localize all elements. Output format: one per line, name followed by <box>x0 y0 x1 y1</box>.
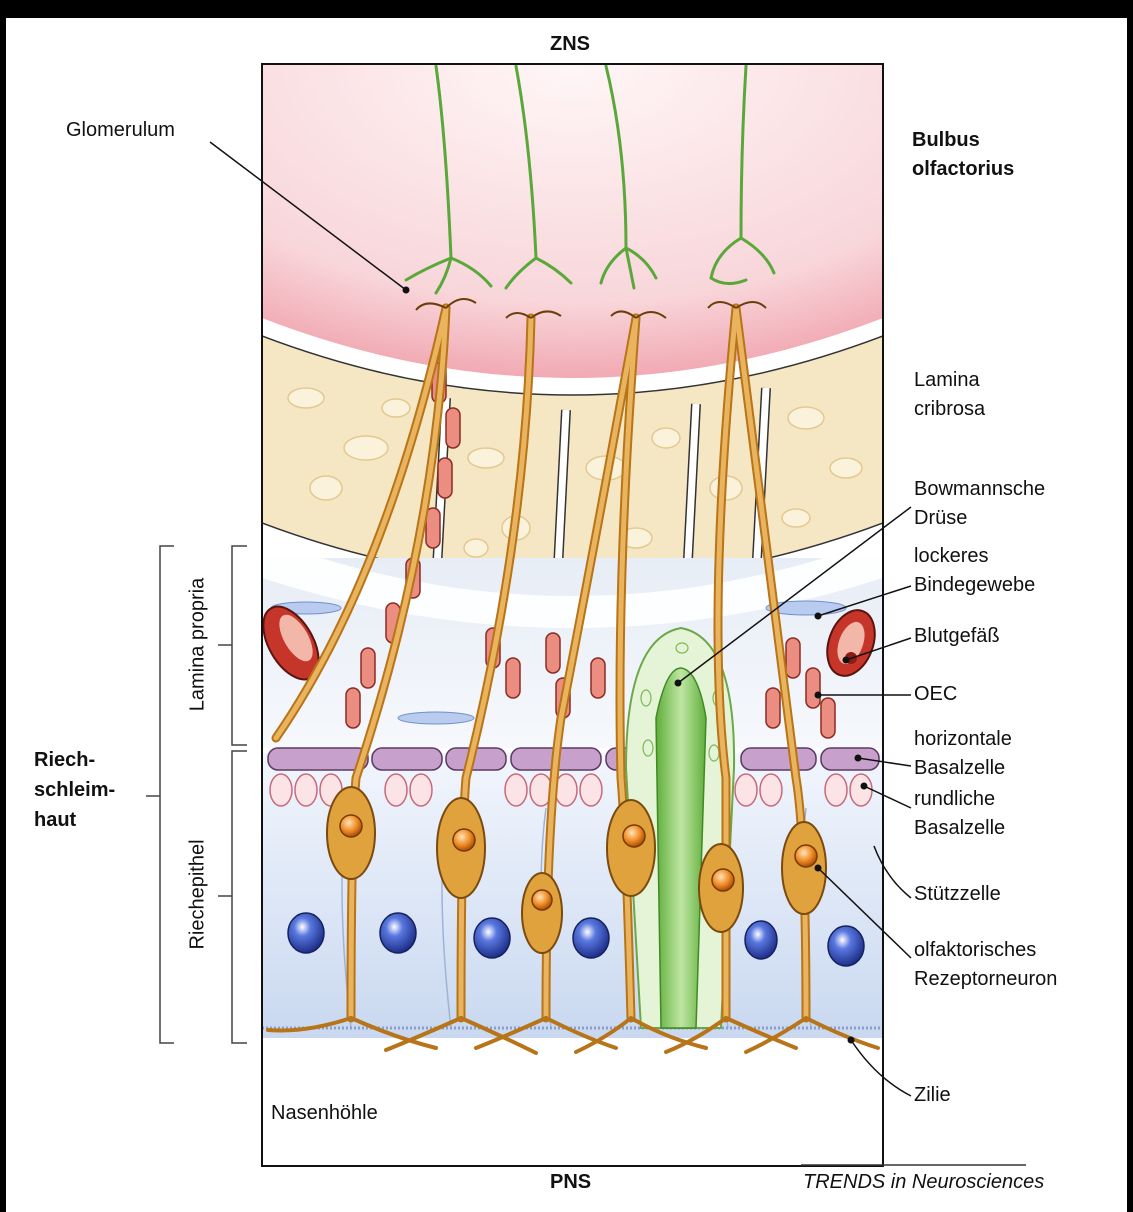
bulbus-label-1: Bulbus <box>912 126 980 154</box>
figure-panel: ZNS PNS TRENDS in Neurosciences Glomerul… <box>6 18 1127 1212</box>
zilie-label: Zilie <box>914 1081 951 1109</box>
lamina-cribrosa-label-1: Lamina <box>914 366 980 394</box>
nasenhoehle-label: Nasenhöhle <box>271 1099 378 1127</box>
glomerulum-label: Glomerulum <box>66 116 175 144</box>
riechschleimhaut-label-3: haut <box>34 806 76 834</box>
riechschleimhaut-label-2: schleim- <box>34 776 115 804</box>
pns-label: PNS <box>550 1168 591 1196</box>
rundliche-basalzelle-label-1: rundliche <box>914 785 995 813</box>
zns-label: ZNS <box>550 30 590 58</box>
bindegewebe-label-2: Bindegewebe <box>914 571 1035 599</box>
rezeptorneuron-label-2: Rezeptorneuron <box>914 965 1057 993</box>
bulbus-label-2: olfactorius <box>912 155 1014 183</box>
riechepithel-label: Riechepithel <box>187 825 210 965</box>
credit-text: TRENDS in Neurosciences <box>803 1168 1044 1196</box>
riechschleimhaut-label-1: Riech- <box>34 746 95 774</box>
rezeptorneuron-label-1: olfaktorisches <box>914 936 1036 964</box>
lamina-cribrosa-label-2: cribrosa <box>914 395 985 423</box>
stuetzzelle-label: Stützzelle <box>914 880 1001 908</box>
horizontale-basalzelle-label-2: Basalzelle <box>914 754 1005 782</box>
oec-label: OEC <box>914 680 957 708</box>
blutgefaess-label: Blutgefäß <box>914 622 1000 650</box>
bowmann-label-1: Bowmannsche <box>914 475 1045 503</box>
rundliche-basalzelle-label-2: Basalzelle <box>914 814 1005 842</box>
bowmann-label-2: Drüse <box>914 504 967 532</box>
lamina-propria-label: Lamina propria <box>187 575 210 715</box>
bindegewebe-label-1: lockeres <box>914 542 988 570</box>
horizontale-basalzelle-label-1: horizontale <box>914 725 1012 753</box>
olfactory-diagram <box>6 18 1127 1212</box>
